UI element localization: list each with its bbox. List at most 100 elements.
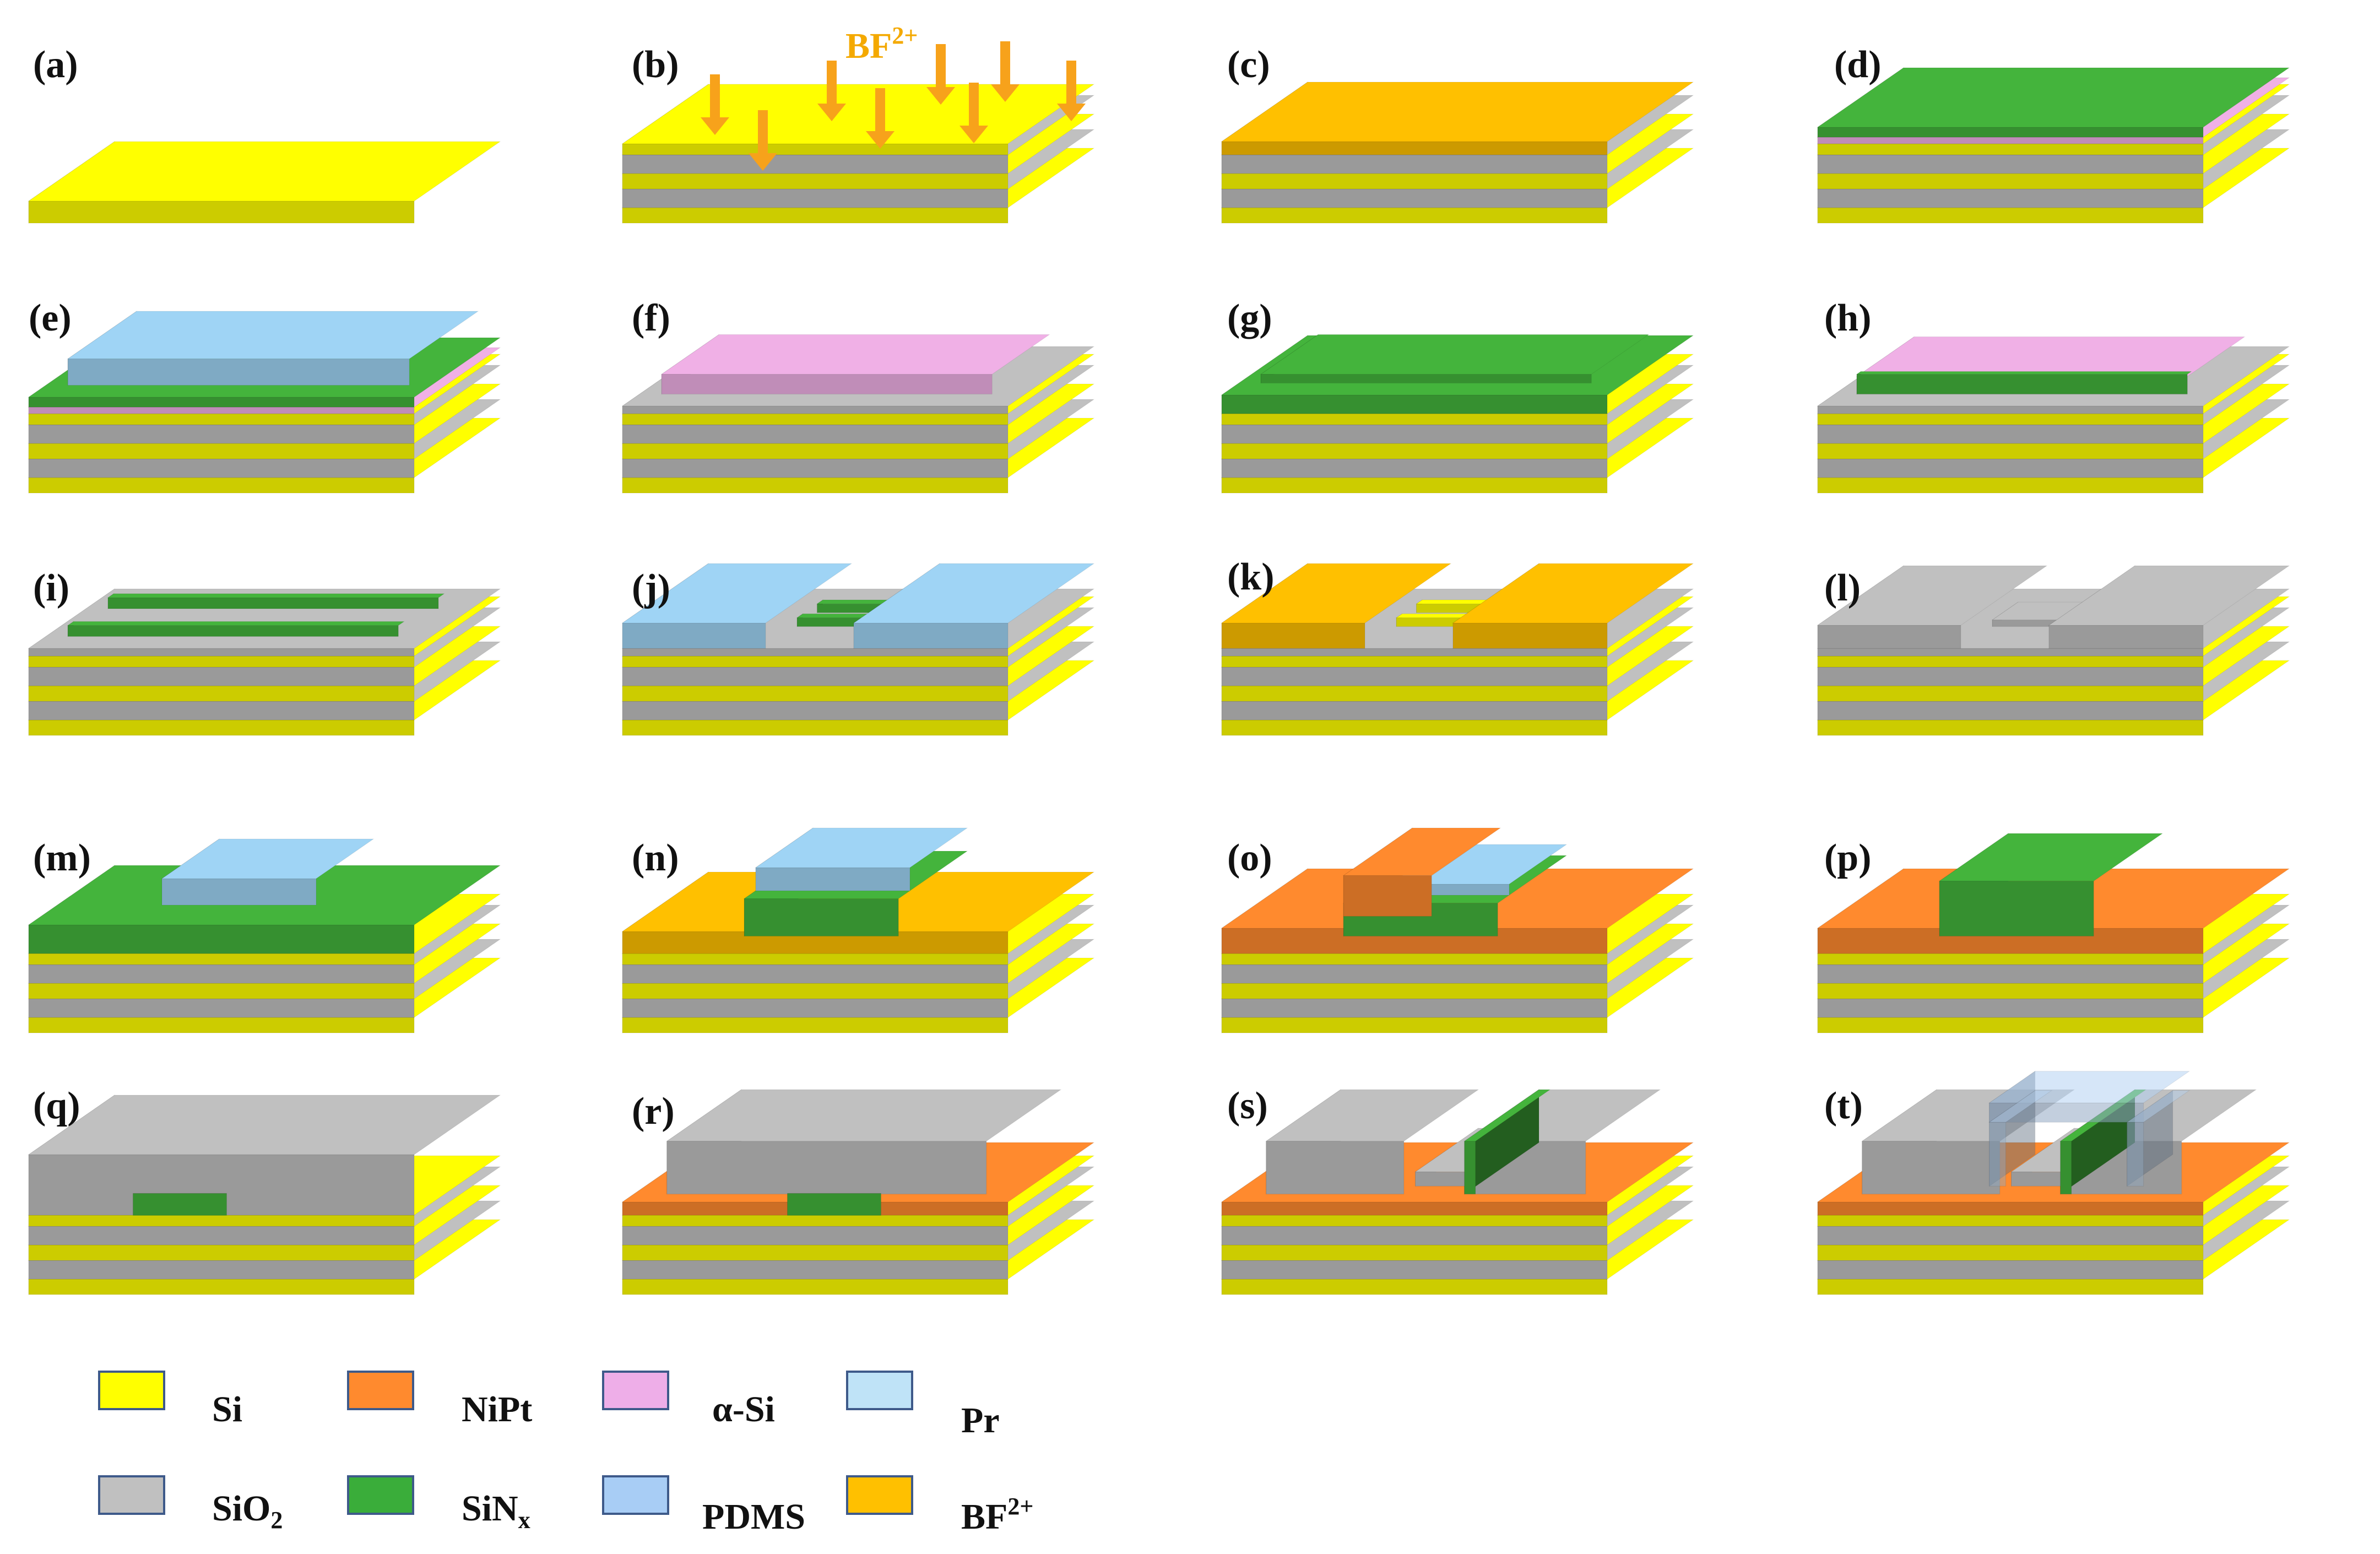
layer-sio2-1-front bbox=[622, 1260, 1009, 1280]
panel-label-s: (s) bbox=[1227, 1085, 1268, 1127]
nipt-gate-top bbox=[1342, 827, 1501, 876]
layer-si-0-front bbox=[622, 719, 1009, 736]
implant-arrow-shaft bbox=[875, 88, 885, 132]
layer-si-4-front bbox=[1817, 656, 2204, 668]
implant-arrow-head bbox=[701, 117, 729, 135]
process-panels bbox=[28, 67, 2290, 1295]
sinx-spacer-front bbox=[1856, 373, 2188, 394]
layer-sio2-3-front bbox=[1817, 667, 2204, 686]
pr-gate-top bbox=[161, 838, 375, 879]
pr-block-front bbox=[67, 358, 410, 386]
legend-label-pr: Pr bbox=[961, 1400, 1000, 1441]
layer-si-4-front bbox=[1221, 953, 1608, 965]
panel-label-d: (d) bbox=[1834, 44, 1882, 86]
implant-arrow bbox=[926, 44, 955, 105]
sio2-right-top bbox=[2048, 565, 2290, 626]
panel-h bbox=[1817, 336, 2290, 494]
layer-sio2-3-front bbox=[1221, 667, 1608, 686]
layer-si-0-front bbox=[622, 207, 1009, 224]
nipt-sd-front bbox=[1817, 1201, 2204, 1216]
panel-labels: (a)(b)(c)(d)(e)(f)(g)(h)(i)(j)(k)(l)(m)(… bbox=[29, 44, 1882, 1133]
layer-sio2-3-front bbox=[622, 667, 1009, 686]
layer-si-2-front bbox=[1221, 1244, 1608, 1261]
layer-si-4-front bbox=[1817, 413, 2204, 425]
layer-si-4-front bbox=[622, 1215, 1009, 1227]
panel-r bbox=[621, 1089, 1095, 1295]
layer-si-0-front bbox=[1817, 1017, 2204, 1033]
panel-k bbox=[1221, 563, 1694, 736]
layer-si-4-front bbox=[1221, 1215, 1608, 1227]
layer-si-2-front bbox=[622, 173, 1009, 189]
sinx-fin-1-top bbox=[67, 621, 405, 626]
sinx-gate-front-front bbox=[133, 1193, 227, 1216]
layer-si-0-front bbox=[622, 477, 1009, 494]
nipt-sd-front bbox=[1221, 1201, 1608, 1216]
layer-si-0-front bbox=[1221, 719, 1608, 736]
legend-swatch-pdms bbox=[602, 1475, 669, 1515]
layer-si-0-front bbox=[1817, 207, 2204, 224]
layer-si-2-front bbox=[622, 1244, 1009, 1261]
sio2-cap-front bbox=[1817, 648, 2204, 657]
sinx-fin-2-top bbox=[107, 593, 446, 598]
panel-label-k: (k) bbox=[1227, 556, 1275, 598]
panel-label-o: (o) bbox=[1227, 837, 1272, 879]
panel-g bbox=[1221, 334, 1694, 494]
implant-arrows bbox=[701, 41, 1086, 171]
layer-si-0-front bbox=[28, 477, 415, 494]
implant-arrow-head bbox=[749, 153, 777, 171]
layer-si-0-front bbox=[1817, 719, 2204, 736]
layer-si-2-front bbox=[28, 443, 415, 459]
sinx-fin-1-front bbox=[67, 625, 399, 637]
layer-si-4-front bbox=[1221, 413, 1608, 425]
sio2-left-front bbox=[1266, 1141, 1405, 1195]
layer-si-4-front bbox=[28, 656, 415, 668]
layer-sio2-1-front bbox=[1817, 998, 2204, 1018]
implant-arrow-head bbox=[1057, 104, 1086, 121]
legend-swatch-asi bbox=[602, 1371, 669, 1410]
implant-annotation: BF2+ bbox=[845, 22, 918, 66]
sinx-gate-top bbox=[1938, 833, 2164, 881]
sinx-spacer-top bbox=[1856, 371, 2193, 375]
layer-si-4-front bbox=[1817, 953, 2204, 965]
pdms-leg-right-left bbox=[2127, 1090, 2173, 1187]
panel-label-l: (l) bbox=[1824, 567, 1861, 609]
legend-swatch-si bbox=[98, 1371, 165, 1410]
layer-sio2-3-front bbox=[622, 154, 1009, 174]
layer-si-4-front bbox=[1817, 143, 2204, 155]
implant-arrow-shaft bbox=[969, 83, 979, 127]
layer-sio2-3-front bbox=[28, 424, 415, 444]
layer-si-2-front bbox=[622, 443, 1009, 459]
panel-label-q: (q) bbox=[33, 1085, 80, 1127]
implant-arrow-shaft bbox=[1066, 61, 1076, 105]
bf2-left-front bbox=[1221, 622, 1365, 649]
implant-arrow bbox=[991, 41, 1020, 102]
layer-si-0-front bbox=[28, 1279, 415, 1295]
panel-f bbox=[621, 334, 1095, 494]
pr-left-front bbox=[622, 622, 766, 649]
sio2-ild-front bbox=[666, 1141, 987, 1195]
legend: Si NiPt α-Si Pr SiO2 SiNx PDMS BF2+ bbox=[98, 1371, 1033, 1537]
sinx-gate-front bbox=[1939, 880, 2094, 936]
layer-si-2-front bbox=[1221, 983, 1608, 999]
sio2-left-front bbox=[1862, 1141, 2000, 1195]
panel-t bbox=[1817, 1070, 2290, 1295]
sio2-cap-front bbox=[1221, 648, 1608, 657]
layer-sio2-1-front bbox=[622, 188, 1009, 208]
pdms-leg-right-top bbox=[2126, 1090, 2191, 1123]
layer-si-2-front bbox=[1221, 685, 1608, 702]
layer-sio2-1-front bbox=[622, 998, 1009, 1018]
panel-p bbox=[1817, 833, 2290, 1033]
panel-label-t: (t) bbox=[1824, 1085, 1863, 1127]
layer-si-2-front bbox=[28, 983, 415, 999]
panel-label-b: (b) bbox=[632, 44, 679, 86]
panel-label-r: (r) bbox=[632, 1090, 675, 1133]
legend-label-asi: α-Si bbox=[712, 1389, 775, 1430]
legend-label-sio2: SiO2 bbox=[212, 1488, 283, 1534]
sinx-conformal-front bbox=[1221, 394, 1608, 414]
panel-j bbox=[621, 563, 1095, 736]
layer-si-0-front bbox=[1817, 477, 2204, 494]
layer-si-2-front bbox=[1817, 1244, 2204, 1261]
panel-a bbox=[28, 141, 501, 224]
panel-q bbox=[28, 1095, 501, 1295]
panel-label-g: (g) bbox=[1227, 297, 1272, 339]
